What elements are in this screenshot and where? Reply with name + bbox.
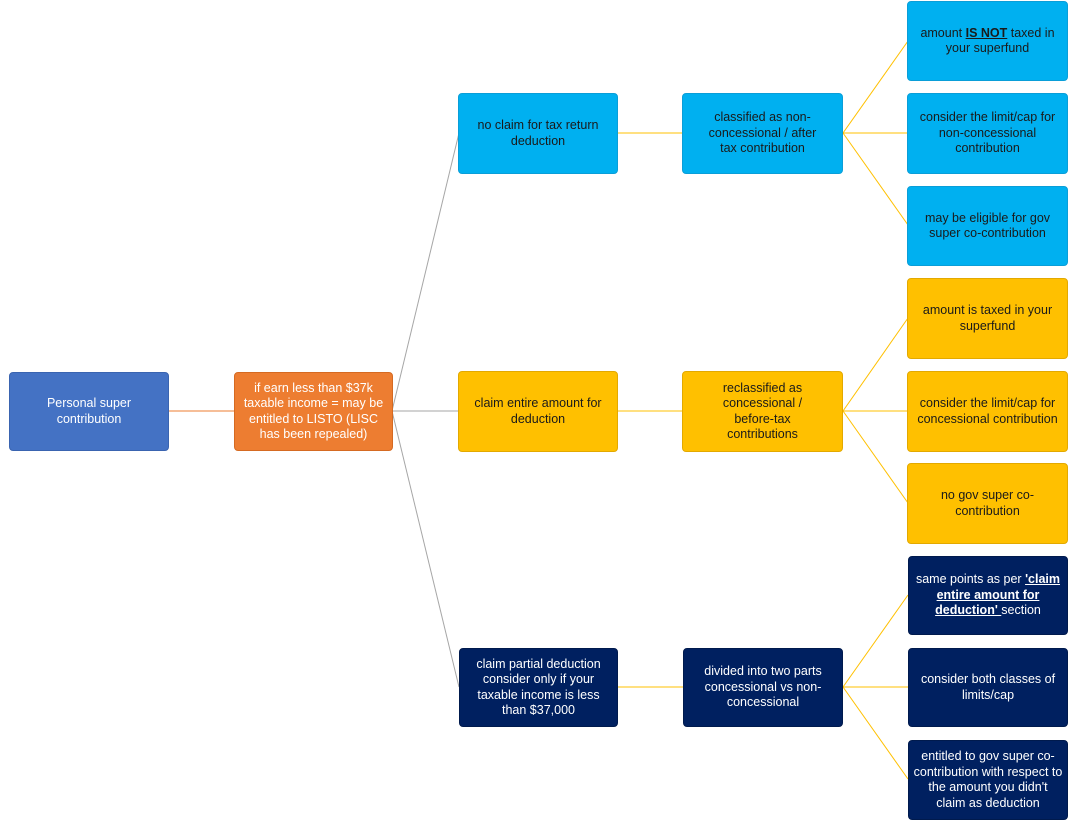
point-no-co-contribution-label: no gov super co-contribution (940, 488, 1035, 518)
classification-non-concessional-node: classified as non-concessional / after t… (682, 93, 843, 174)
point-entitled-co-contribution-label: entitled to gov super co-contribution wi… (913, 749, 1063, 810)
classification-concessional-label: reclassified as concessional / before-ta… (722, 380, 803, 442)
root-label: Personal super contribution (46, 396, 132, 426)
option-no-claim-label: no claim for tax return deduction (477, 118, 599, 148)
point-both-caps-label: consider both classes of limits/cap (920, 672, 1056, 702)
option-claim-partial-node: claim partial deduction consider only if… (459, 648, 618, 727)
connector-b3-point-1 (842, 594, 909, 688)
classification-non-concessional-label: classified as non-concessional / after t… (708, 110, 817, 156)
point-same-as-entire-text-after: section (1001, 603, 1041, 618)
point-not-taxed-node: amount IS NOT taxed in your superfund (907, 1, 1068, 81)
connector-b3-point-3 (842, 686, 909, 780)
option-no-claim-node: no claim for tax return deduction (458, 93, 618, 174)
connector-income-to-claim-partial (391, 410, 460, 688)
connector-b2-point-3 (842, 410, 909, 504)
point-co-contribution-eligible-node: may be eligible for gov super co-contrib… (907, 186, 1068, 266)
classification-concessional-node: reclassified as concessional / before-ta… (682, 371, 843, 452)
point-not-taxed-text-after: taxed in your superfund (945, 25, 1055, 56)
classification-split-node: divided into two parts concessional vs n… (683, 648, 843, 727)
point-concessional-cap-label: consider the limit/cap for concessional … (917, 396, 1058, 426)
point-not-taxed-text-before: amount (920, 25, 966, 40)
point-same-as-entire-label: same points as per 'claim entire amount … (913, 572, 1063, 619)
point-co-contribution-eligible-label: may be eligible for gov super co-contrib… (924, 210, 1051, 241)
point-same-as-entire-text-before: same points as per (915, 572, 1026, 587)
connector-b2-point-1 (842, 317, 909, 412)
connector-income-to-no-claim (391, 132, 460, 412)
point-taxed-node: amount is taxed in your superfund (907, 278, 1068, 359)
option-claim-partial-label: claim partial deduction consider only if… (476, 656, 601, 718)
point-concessional-cap-node: consider the limit/cap for concessional … (907, 371, 1068, 452)
section-reference-link[interactable]: 'claim entire amount for deduction' (935, 572, 1061, 618)
option-claim-entire-node: claim entire amount for deduction (458, 371, 618, 452)
point-non-concessional-cap-label: consider the limit/cap for non-concessio… (919, 110, 1056, 156)
point-not-taxed-label: amount IS NOT taxed in your superfund (920, 26, 1055, 57)
income-condition-label: if earn less than $37k taxable income = … (243, 380, 384, 442)
income-condition-node: if earn less than $37k taxable income = … (234, 372, 393, 451)
point-entitled-co-contribution-node: entitled to gov super co-contribution wi… (908, 740, 1068, 820)
point-both-caps-node: consider both classes of limits/cap (908, 648, 1068, 727)
classification-split-label: divided into two parts concessional vs n… (704, 664, 822, 710)
point-not-taxed-emphasis: IS NOT (965, 25, 1008, 40)
connector-b1-point-3 (842, 132, 909, 226)
point-taxed-label: amount is taxed in your superfund (922, 303, 1053, 333)
connector-b1-point-1 (842, 40, 909, 134)
point-same-as-entire-node: same points as per 'claim entire amount … (908, 556, 1068, 635)
point-non-concessional-cap-node: consider the limit/cap for non-concessio… (907, 93, 1068, 174)
root-node: Personal super contribution (9, 372, 169, 451)
point-no-co-contribution-node: no gov super co-contribution (907, 463, 1068, 544)
option-claim-entire-label: claim entire amount for deduction (474, 396, 602, 426)
